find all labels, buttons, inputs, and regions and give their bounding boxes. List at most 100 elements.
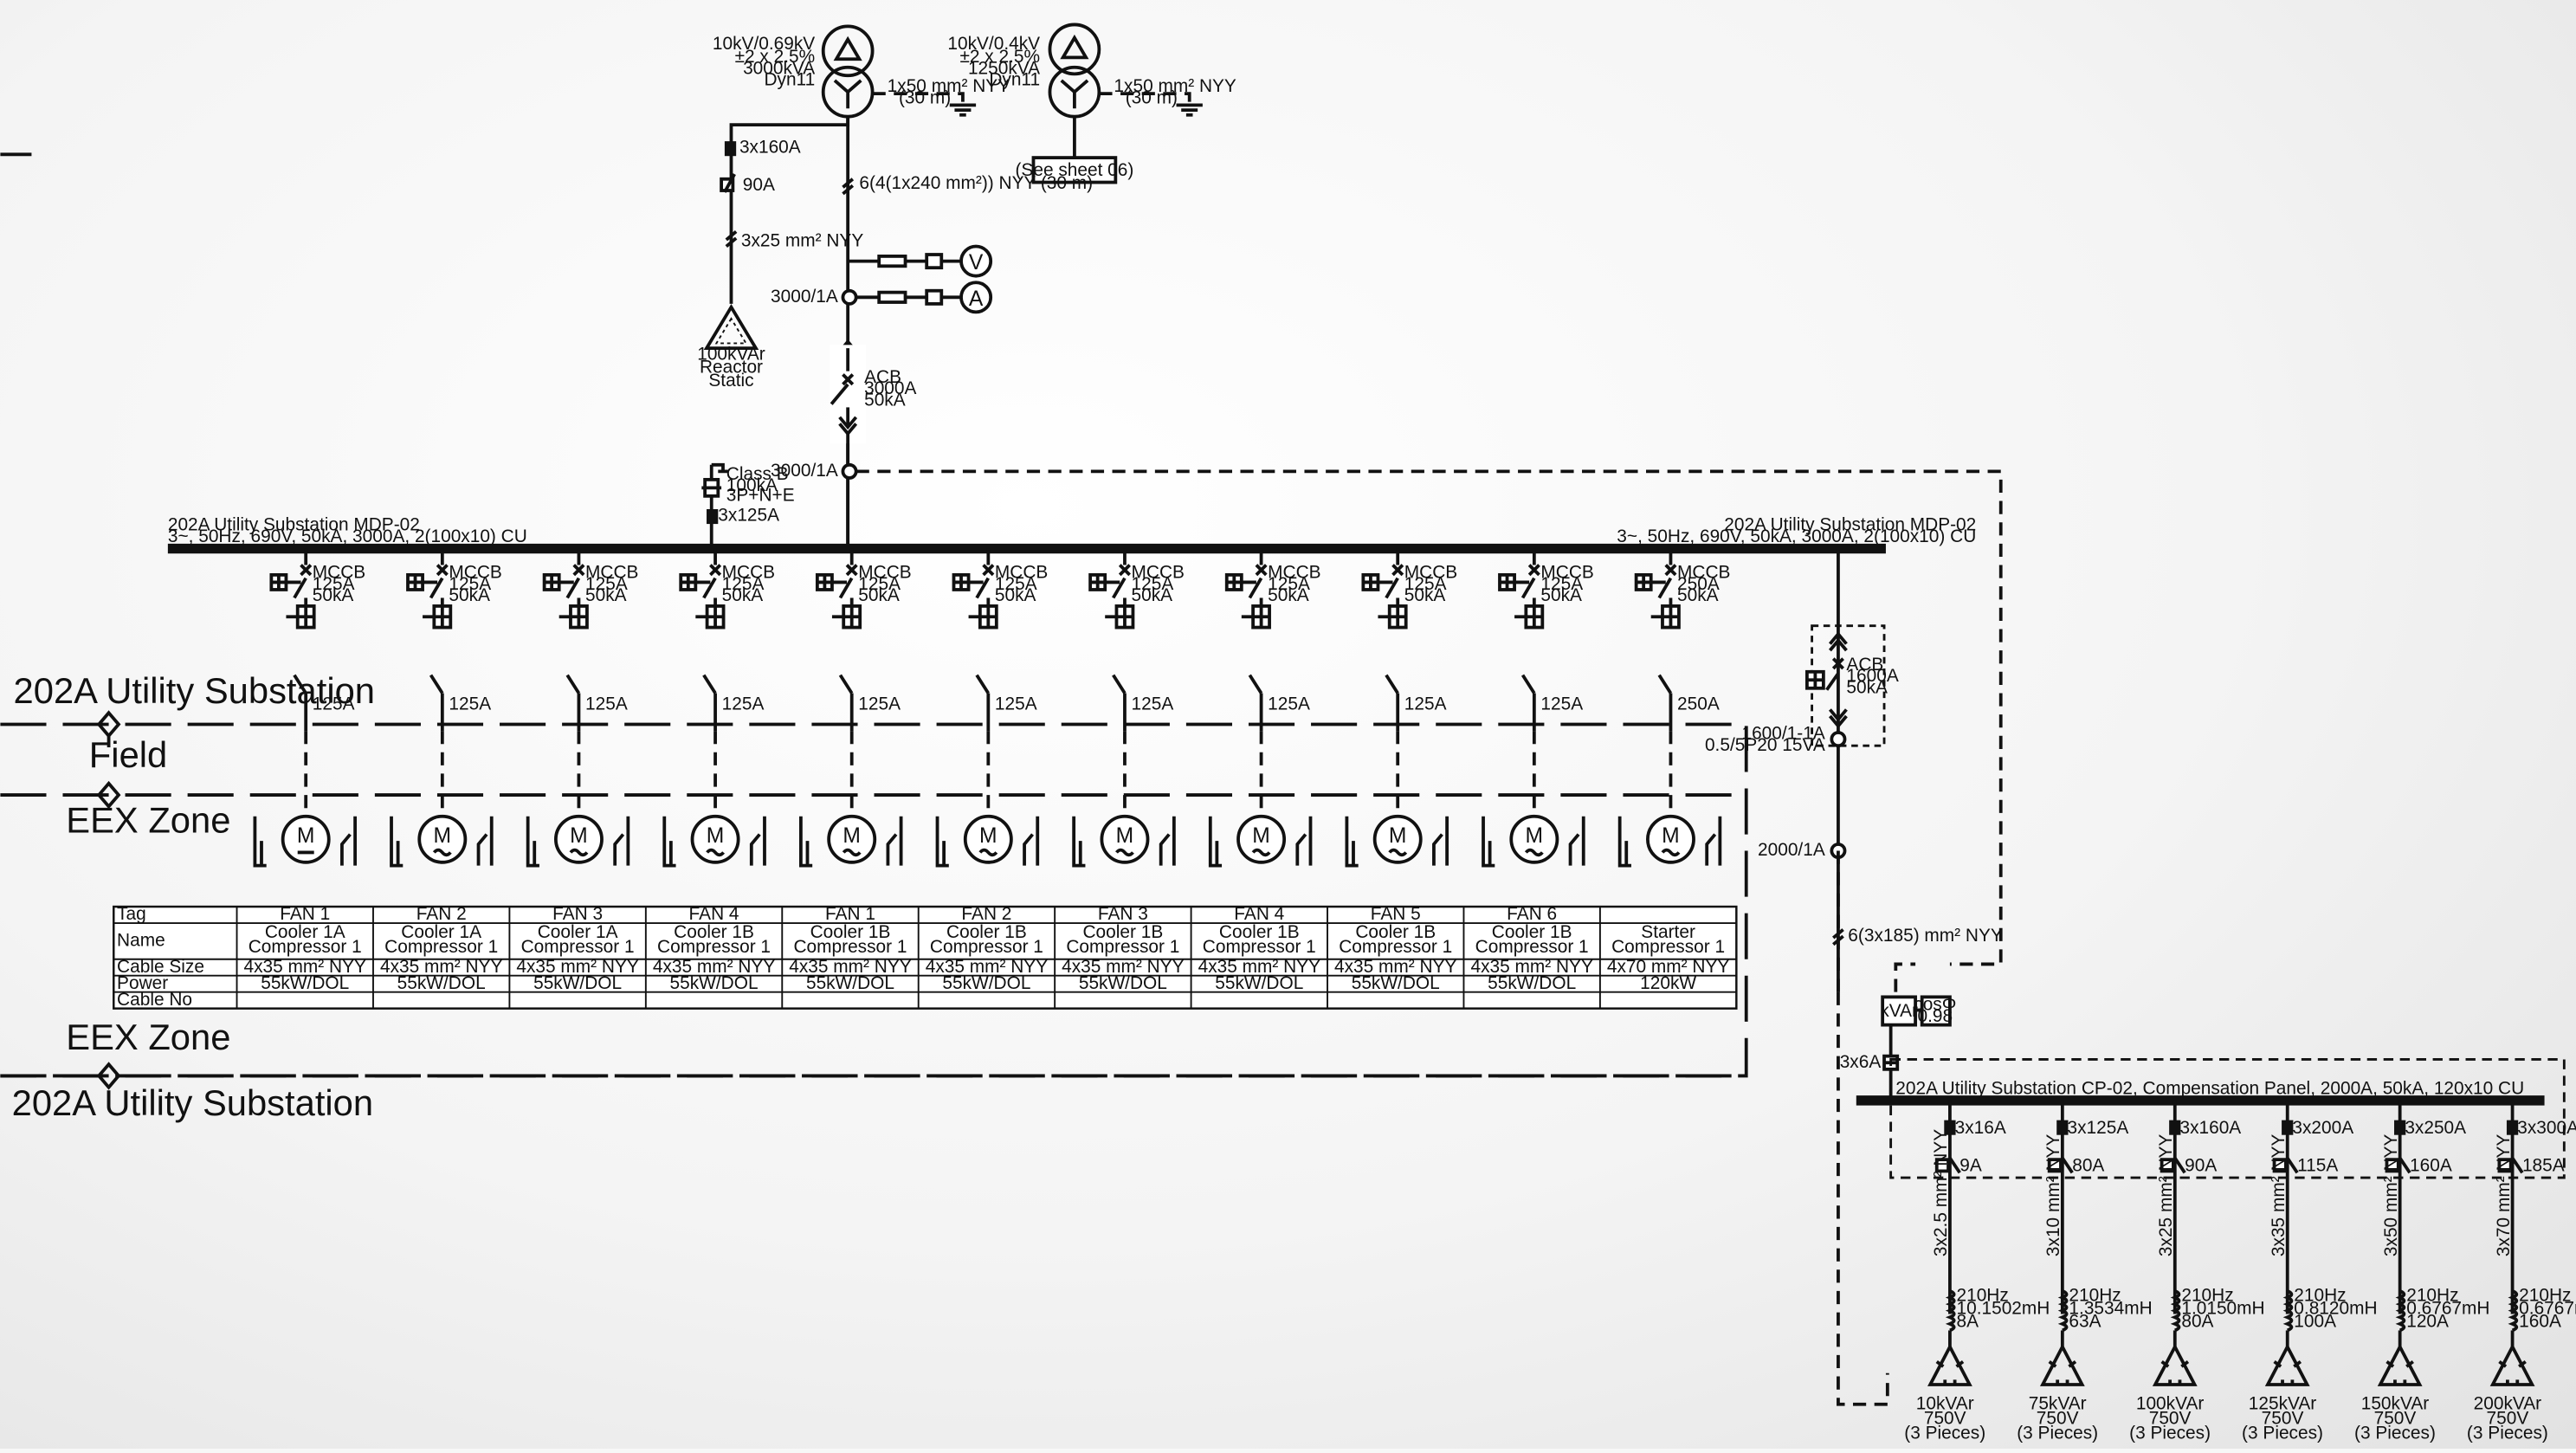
wye-symbol-icon — [1060, 79, 1089, 109]
motor-icon[interactable] — [1100, 814, 1150, 864]
transformer-2-line-3: 1250kVA — [968, 58, 1040, 78]
capacitor-plate-icon — [2273, 1359, 2302, 1385]
motor-icon[interactable] — [1236, 814, 1287, 864]
motor-icon[interactable] — [963, 814, 1013, 864]
ac-tilde-icon — [569, 848, 589, 857]
capacitor-bank-icon[interactable] — [2264, 1343, 2310, 1386]
mccb-contact-icon[interactable] — [1385, 577, 1399, 599]
mccb-contact-icon[interactable] — [565, 577, 581, 599]
cap-voltage: 750V — [2374, 1409, 2417, 1429]
motor-icon[interactable] — [1372, 814, 1423, 864]
table-cell-name: Cooler 1B — [674, 922, 754, 942]
voltmeter-icon[interactable] — [959, 244, 993, 278]
isolator-icon[interactable] — [702, 674, 717, 694]
motor-label: M — [1662, 824, 1680, 848]
isolator-rating: 125A — [1404, 694, 1447, 714]
motor-label: M — [434, 824, 452, 848]
ac-tilde-icon — [1524, 848, 1544, 857]
table-cell-cable: 4x35 mm² NYY — [380, 957, 502, 977]
transformer-2-earth-length: (30 m) — [1126, 88, 1178, 108]
mccb-contact-icon[interactable] — [293, 577, 307, 599]
capacitor-bank-icon[interactable] — [2152, 1343, 2198, 1386]
breaker-contact-icon[interactable] — [2286, 1157, 2299, 1174]
branch-cable-label: 3x50 mm² NYY — [2381, 1134, 2401, 1256]
ammeter-icon[interactable] — [959, 281, 993, 314]
isolator-rating: 125A — [995, 694, 1037, 714]
breaker-contact-icon[interactable] — [1948, 1157, 1961, 1174]
mccb-contact-icon[interactable] — [1248, 577, 1263, 599]
boundary-marker-icon — [96, 1062, 121, 1090]
isolator-icon[interactable] — [293, 674, 307, 694]
capacitor-bank-icon[interactable] — [2377, 1343, 2423, 1386]
motor-icon[interactable] — [553, 814, 604, 864]
see-sheet-box[interactable] — [1031, 156, 1118, 184]
mccb-contact-icon[interactable] — [1112, 577, 1127, 599]
local-switch-left-icon — [390, 816, 404, 868]
isolator-icon[interactable] — [1657, 674, 1673, 694]
mccb-contact-icon[interactable] — [1520, 577, 1536, 599]
breaker-contact-icon[interactable] — [2398, 1157, 2411, 1174]
motor-label: M — [1252, 824, 1270, 848]
table-cell-name: Cooler 1B — [1219, 922, 1300, 942]
isolator-icon[interactable] — [975, 674, 990, 694]
motor-icon[interactable] — [827, 814, 877, 864]
breaker-contact-icon[interactable] — [2173, 1157, 2186, 1174]
isolator-icon[interactable] — [1112, 674, 1127, 694]
motor-icon[interactable] — [281, 814, 331, 864]
motor-icon[interactable] — [1509, 814, 1559, 864]
local-switch-right-icon — [340, 816, 357, 866]
trip-unit-cross-icon — [953, 574, 969, 590]
motor-icon[interactable] — [690, 814, 740, 864]
isolator-icon[interactable] — [838, 674, 854, 694]
cap-count: (3 Pieces) — [2467, 1424, 2548, 1443]
capacitor-bank-icon[interactable] — [1927, 1343, 1972, 1386]
spd-earth-icon — [711, 462, 728, 474]
isolator-icon[interactable] — [429, 674, 444, 694]
transformer-2[interactable]: 10kV/0.4kV ±2 x 2.5% 1250kVA Dyn11 — [947, 23, 1101, 119]
local-switch-right-icon — [613, 816, 630, 866]
isolator-icon[interactable] — [1520, 674, 1536, 694]
capacitor-bank-icon[interactable] — [2039, 1343, 2085, 1386]
breaker-contact-icon[interactable] — [2061, 1157, 2074, 1174]
table-cell-name: Compressor 1 — [384, 937, 498, 957]
mccb-contact-icon[interactable] — [1657, 577, 1673, 599]
isolator-icon[interactable] — [1248, 674, 1263, 694]
isolator-icon[interactable] — [565, 674, 581, 694]
earth-icon — [949, 103, 977, 117]
isolator-icon[interactable] — [1385, 674, 1399, 694]
motor-icon[interactable] — [1646, 814, 1695, 864]
mccb-contact-icon[interactable] — [702, 577, 717, 599]
acb-contact-icon[interactable] — [830, 348, 850, 405]
motor-label: M — [1389, 824, 1407, 848]
static-reactor[interactable] — [703, 304, 759, 351]
comp-acb-contact-icon[interactable] — [1825, 672, 1840, 691]
mccb-contact-icon[interactable] — [975, 577, 990, 599]
mccb-contact-icon[interactable] — [429, 577, 444, 599]
table-cell-power: 55kW/DOL — [670, 973, 759, 993]
cosphi-box[interactable] — [1920, 995, 1952, 1027]
transformer-1[interactable]: 10kV/0.69kV ±2 x 2.5% 3000kVA Dyn11 — [713, 24, 875, 119]
capacitor-plate-icon — [2386, 1359, 2414, 1385]
fuse-icon — [877, 255, 907, 268]
capacitor-bank-icon[interactable] — [2489, 1343, 2535, 1386]
breaker-contact-icon[interactable] — [2511, 1157, 2524, 1174]
mccb-contact-icon[interactable] — [838, 577, 854, 599]
motor-icon[interactable] — [417, 814, 468, 864]
